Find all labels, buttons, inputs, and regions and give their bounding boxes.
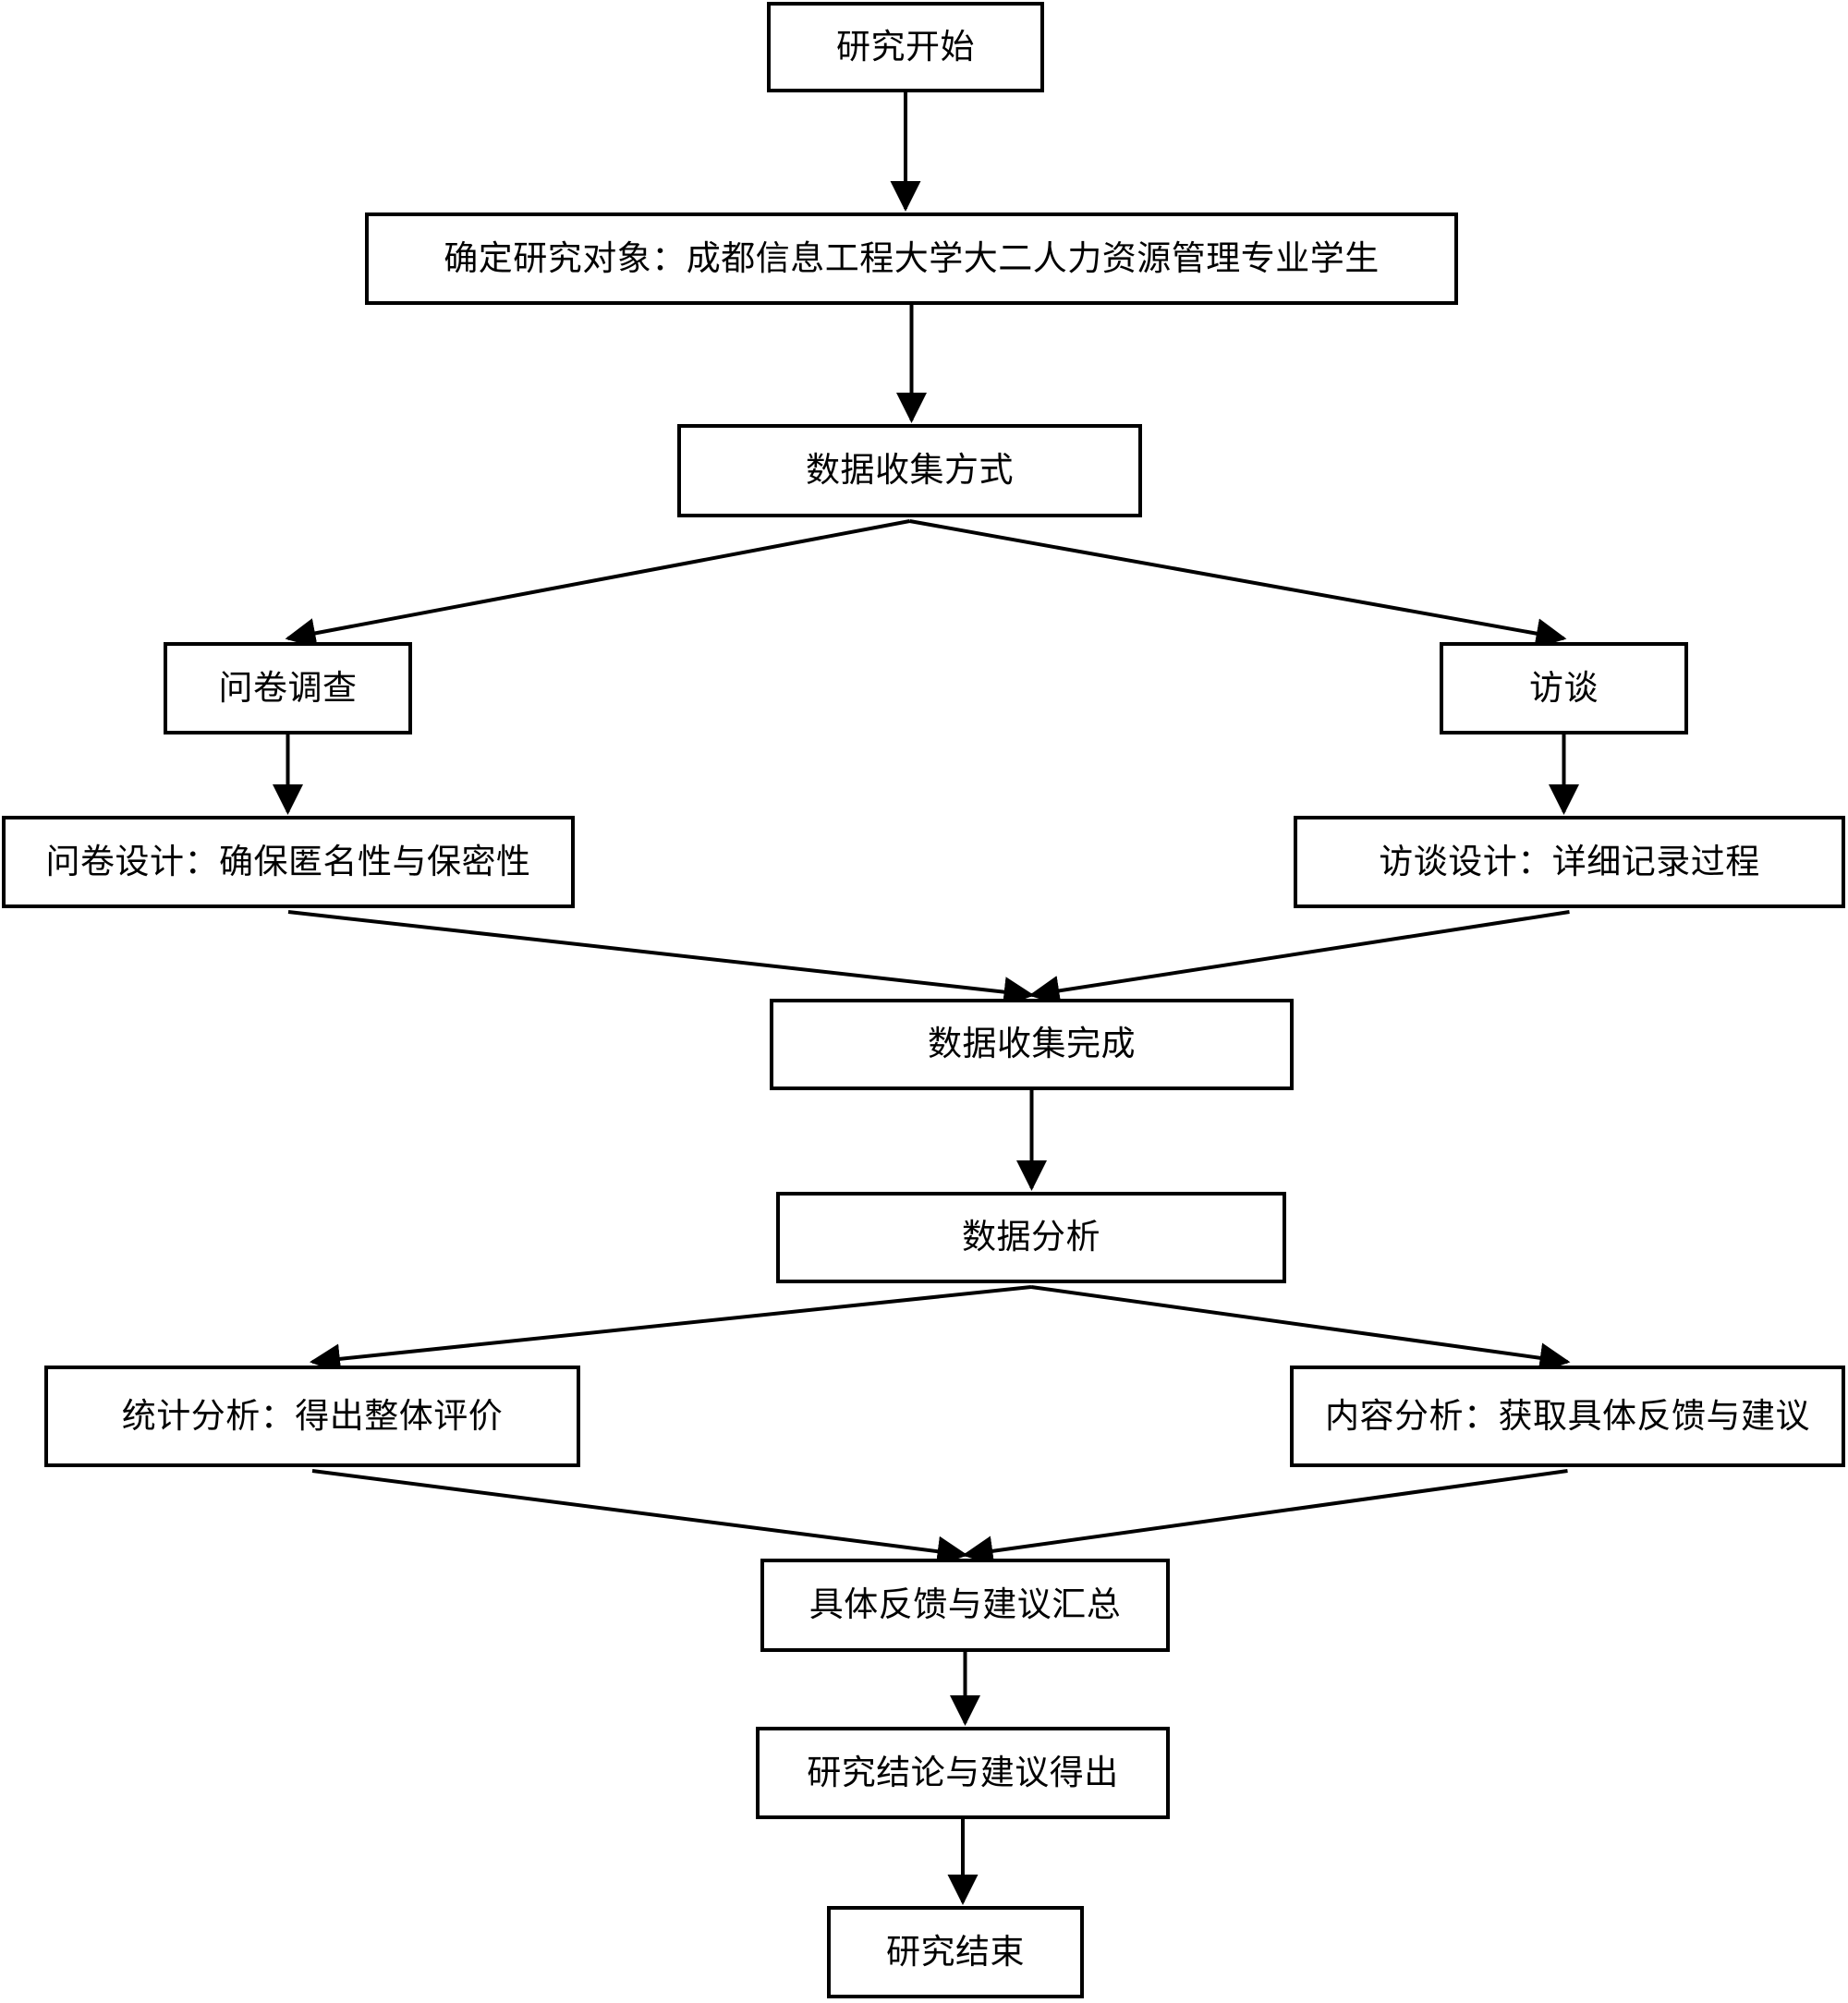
node-subject[interactable]: 确定研究对象：成都信息工程大学大二人力资源管理专业学生 bbox=[365, 212, 1458, 305]
node-label: 问卷调查 bbox=[218, 668, 358, 707]
edge-content-analysis-to-feedback-summary bbox=[962, 1469, 1568, 1567]
edge-analysis-to-stat-analysis bbox=[310, 1285, 1032, 1375]
node-label: 研究开始 bbox=[836, 27, 975, 66]
node-label: 问卷设计：确保匿名性与保密性 bbox=[45, 842, 531, 880]
edge-i-design-to-collect-done bbox=[1028, 910, 1570, 1006]
node-label: 数据收集方式 bbox=[806, 451, 1014, 490]
node-label: 数据收集完成 bbox=[928, 1025, 1136, 1063]
node-feedback-summary[interactable]: 具体反馈与建议汇总 bbox=[760, 1559, 1170, 1652]
node-interview-design[interactable]: 访谈设计：详细记录过程 bbox=[1294, 816, 1845, 908]
node-label: 确定研究对象：成都信息工程大学大二人力资源管理专业学生 bbox=[444, 238, 1380, 277]
node-conclusion[interactable]: 研究结论与建议得出 bbox=[756, 1727, 1170, 1819]
node-label: 数据分析 bbox=[962, 1218, 1100, 1256]
edge-analysis-to-content-analysis bbox=[1030, 1285, 1571, 1374]
node-label: 统计分析：得出整体评价 bbox=[121, 1396, 504, 1435]
node-label: 研究结束 bbox=[886, 1932, 1025, 1971]
edge-collect-method-to-interview bbox=[909, 519, 1567, 649]
node-label: 内容分析：获取具体反馈与建议 bbox=[1325, 1396, 1810, 1435]
node-collection-complete[interactable]: 数据收集完成 bbox=[770, 999, 1294, 1090]
node-statistical-analysis[interactable]: 统计分析：得出整体评价 bbox=[44, 1366, 580, 1467]
node-data-analysis[interactable]: 数据分析 bbox=[776, 1192, 1286, 1283]
node-label: 研究结论与建议得出 bbox=[807, 1753, 1119, 1791]
node-content-analysis[interactable]: 内容分析：获取具体反馈与建议 bbox=[1290, 1366, 1845, 1467]
node-start[interactable]: 研究开始 bbox=[767, 2, 1044, 92]
node-collect-method[interactable]: 数据收集方式 bbox=[677, 424, 1142, 517]
node-label: 访谈设计：详细记录过程 bbox=[1379, 842, 1760, 880]
node-interview[interactable]: 访谈 bbox=[1440, 642, 1688, 734]
node-label: 访谈 bbox=[1529, 668, 1599, 707]
node-questionnaire[interactable]: 问卷调查 bbox=[164, 642, 412, 734]
edge-q-design-to-collect-done bbox=[287, 910, 1035, 1008]
edge-stat-analysis-to-feedback-summary bbox=[311, 1469, 968, 1567]
node-questionnaire-design[interactable]: 问卷设计：确保匿名性与保密性 bbox=[2, 816, 575, 908]
edge-collect-method-to-questionnaire bbox=[285, 519, 910, 649]
node-end[interactable]: 研究结束 bbox=[827, 1906, 1084, 1998]
node-label: 具体反馈与建议汇总 bbox=[808, 1585, 1122, 1624]
